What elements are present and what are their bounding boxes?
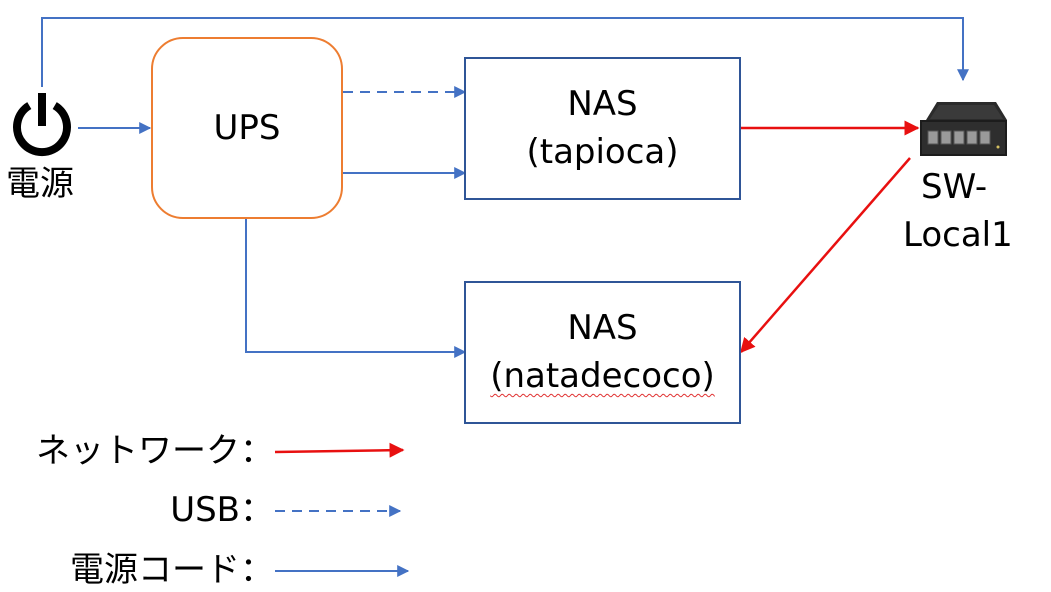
ups-box: UPS <box>151 37 343 219</box>
network-switch-icon <box>920 102 1007 156</box>
power-icon <box>13 93 71 157</box>
ups-label: UPS <box>213 108 281 148</box>
switch-label-line1: SW- <box>921 167 988 207</box>
switch-to-natadecoco-network <box>740 157 911 354</box>
legend-usb-label: USB： <box>170 490 274 530</box>
nas-natadecoco-box: NAS (natadecoco) <box>464 281 741 424</box>
nas-tapioca-title: NAS <box>567 84 638 124</box>
nas-tapioca-box: NAS (tapioca) <box>464 57 741 200</box>
switch-label-line2: Local1 <box>903 215 1013 255</box>
nas-natadecoco-title: NAS <box>567 308 638 348</box>
power-to-switch-cord <box>41 17 969 87</box>
power-label: 電源 <box>6 164 74 204</box>
nas-tapioca-name: (tapioca) <box>526 132 679 172</box>
legend-network-line <box>274 442 405 458</box>
legend-network-label: ネットワーク： <box>36 431 274 471</box>
legend-power-cord-label: 電源コード： <box>70 550 274 590</box>
nas-natadecoco-name: (natadecoco) <box>490 356 715 396</box>
ups-to-natadecoco-cord <box>245 219 467 358</box>
